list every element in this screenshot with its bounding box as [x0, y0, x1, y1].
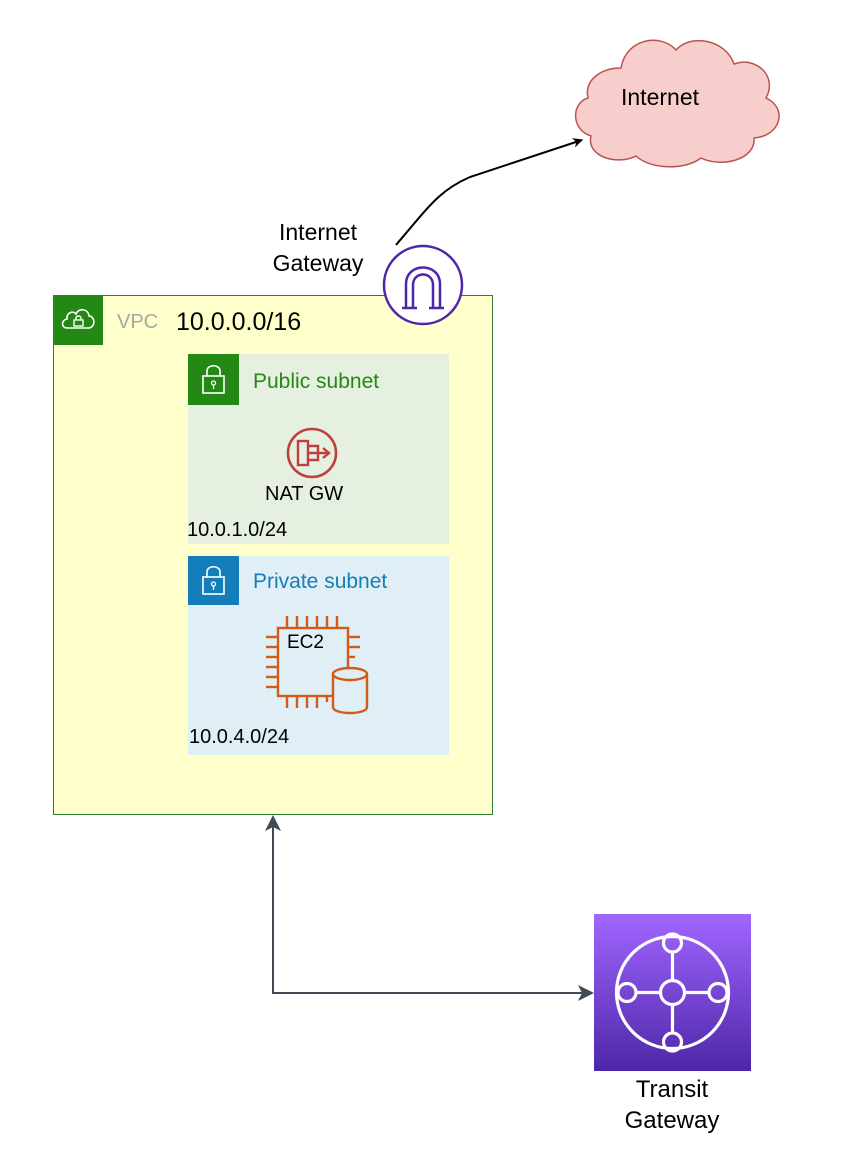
transit-gateway-label-line2: Gateway [624, 1107, 720, 1134]
transit-gateway-icon [614, 932, 731, 1053]
vpc-cloud-lock-icon [61, 308, 95, 329]
public-subnet-cidr: 10.0.1.0/24 [187, 519, 288, 541]
internet-gateway-label: Internet Gateway [243, 217, 393, 279]
ec2-label: EC2 [287, 632, 324, 653]
public-subnet-label: Public subnet [253, 370, 380, 393]
transit-gateway-label-line1: Transit [635, 1076, 709, 1103]
transit-gateway-box[interactable] [594, 914, 751, 1071]
padlock-icon [202, 364, 225, 394]
tgw-arrowhead [578, 985, 594, 1001]
private-subnet-badge [188, 556, 239, 605]
tgw-to-vpc-connector [272, 820, 582, 994]
public-subnet-badge [188, 354, 239, 405]
private-subnet-label: Private subnet [253, 570, 388, 593]
igw-to-internet-connector [395, 138, 583, 246]
private-subnet-cidr: 10.0.4.0/24 [189, 726, 290, 748]
ec2-instance-icon[interactable] [263, 612, 375, 716]
vpc-cidr: 10.0.0.0/16 [176, 308, 302, 336]
vpc-badge [53, 295, 103, 345]
cloud-icon [574, 39, 780, 168]
nat-gateway-label: NAT GW [265, 483, 344, 505]
internet-gateway-label-line2: Gateway [272, 250, 364, 276]
padlock-icon [202, 565, 225, 595]
internet-label: Internet [621, 84, 699, 110]
internet-gateway-icon[interactable] [382, 244, 464, 326]
vpc-label: VPC [117, 311, 159, 333]
nat-gateway-icon[interactable] [285, 426, 339, 480]
vpc-arrowhead [265, 815, 281, 831]
transit-gateway-label: Transit Gateway [596, 1074, 748, 1136]
internet-gateway-label-line1: Internet [279, 219, 357, 245]
